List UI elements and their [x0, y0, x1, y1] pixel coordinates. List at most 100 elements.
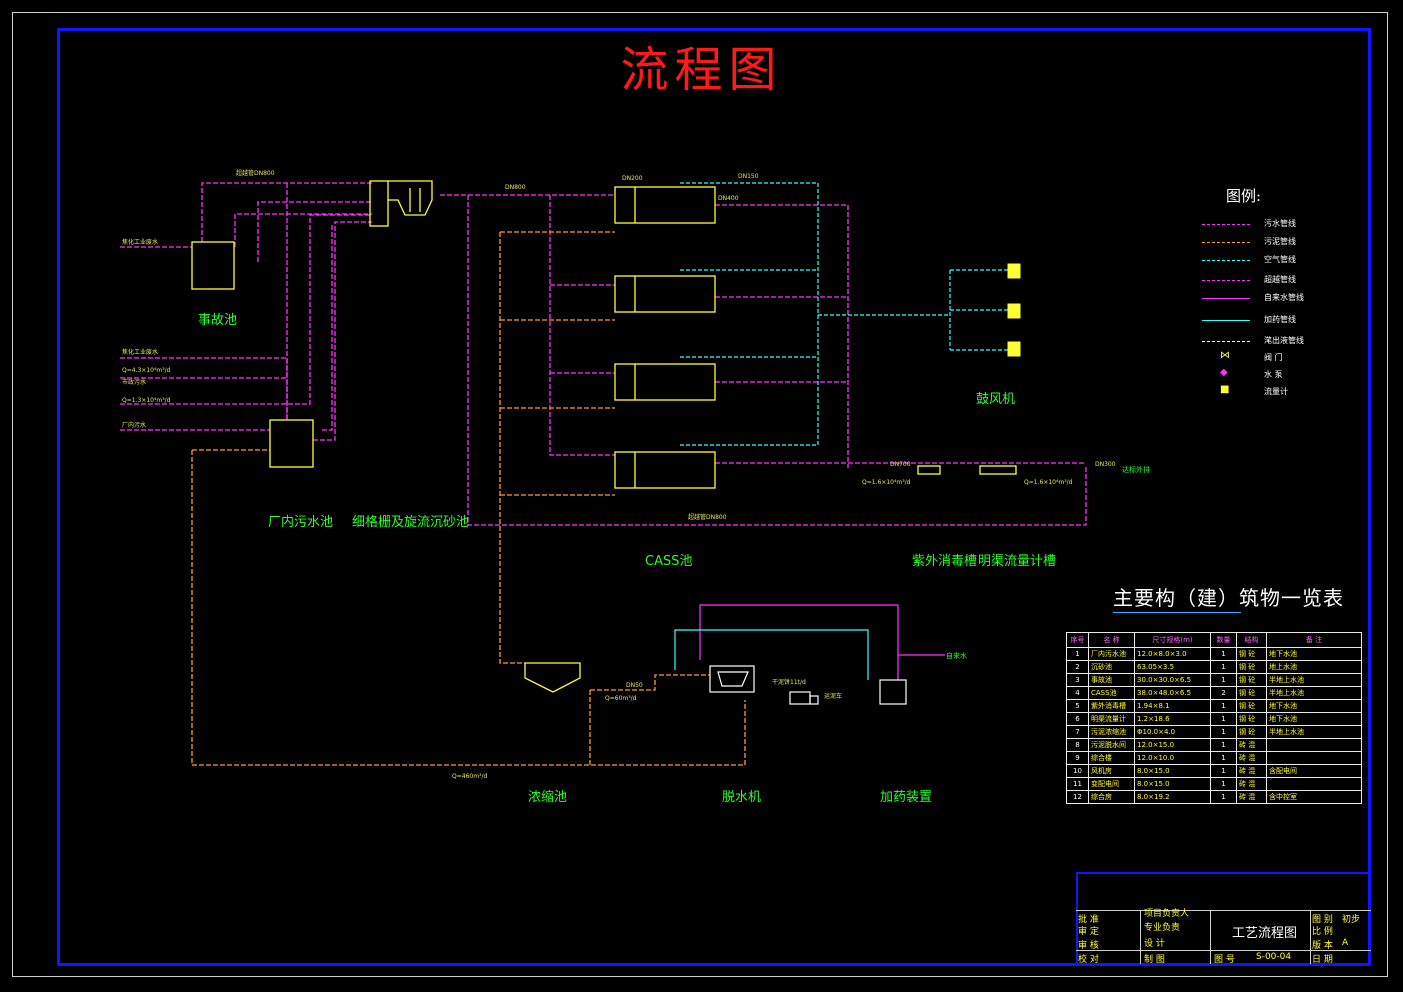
thickener	[524, 662, 581, 693]
legend-swatch	[1202, 280, 1250, 281]
legend-item-dosing: 加药管线	[1200, 314, 1360, 328]
table-header: 备 注	[1266, 632, 1362, 648]
pump-icon: ◆	[1220, 367, 1228, 378]
legend-label: 自来水管线	[1264, 293, 1304, 302]
pipe-dn300: DN300	[1095, 461, 1116, 468]
pipe-bypass-top: 超越管DN800	[236, 169, 275, 177]
valve-icon: ⋈	[1220, 350, 1230, 361]
tb-right-val: A	[1342, 938, 1349, 948]
label-thickener: 浓缩池	[528, 789, 567, 805]
plant-sewage-box	[269, 419, 314, 468]
legend-title: 图例:	[1226, 187, 1262, 205]
tb-right: 比 例	[1312, 927, 1333, 937]
inflow-q1: Q=4.3×10⁴m³/d	[122, 367, 171, 374]
legend-item-decant: 滗出液管线	[1200, 335, 1360, 349]
label-uv: 紫外消毒槽	[912, 554, 977, 569]
table-header: 尺寸规格(m)	[1134, 632, 1211, 648]
table-header: 结构	[1236, 632, 1267, 648]
flowmeter-icon: ■	[1220, 384, 1230, 395]
pipe-truck: 运泥车	[824, 692, 842, 700]
tb-role2: 专业负责	[1144, 923, 1181, 933]
legend-label: 空气管线	[1264, 255, 1296, 264]
legend-label: 流量计	[1264, 387, 1288, 396]
sludge-lines	[191, 231, 746, 766]
page-title: 流程图	[620, 42, 783, 98]
legend-label: 污水管线	[1264, 219, 1296, 228]
legend-swatch	[1202, 242, 1250, 243]
pipe-q-sludge: Q=460m³/d	[452, 773, 487, 780]
label-sump: 事故池	[198, 313, 237, 328]
label-grit: 细格栅及旋流沉砂池	[352, 514, 469, 530]
dewatering-machine	[709, 665, 819, 705]
dosing-tank	[879, 679, 907, 705]
legend-swatch	[1202, 298, 1250, 299]
drawing-outer-frame	[12, 12, 1388, 977]
legend-label: 加药管线	[1264, 315, 1296, 324]
inflow-q2: Q=1.3×10⁴m³/d	[122, 397, 171, 404]
tb-role: 校 对	[1078, 955, 1099, 965]
legend-item-tap: 自来水管线	[1200, 292, 1360, 306]
table-header: 名 称	[1088, 632, 1135, 648]
tb-divider	[1310, 910, 1311, 964]
grit-chamber	[369, 180, 433, 227]
tb-role2: 项目负责人	[1144, 909, 1190, 919]
table-title: 主要构（建）筑物一览表	[1113, 586, 1344, 610]
pipe-q-out1: Q=1.6×10⁴m³/d	[862, 479, 911, 486]
legend-item-air: 空气管线	[1200, 254, 1360, 268]
legend-label: 滗出液管线	[1264, 336, 1304, 345]
tb-divider	[1076, 950, 1371, 951]
tb-divider	[1210, 910, 1211, 964]
legend-label: 超越管线	[1264, 275, 1296, 284]
tb-role: 批 准	[1078, 915, 1099, 925]
tb-role: 审 核	[1078, 941, 1099, 951]
drawing-no: S-00-04	[1256, 952, 1292, 962]
pipe-dn150: DN150	[738, 173, 759, 180]
cass-tanks	[614, 186, 716, 489]
pipe-dn800: DN800	[505, 184, 526, 191]
tb-role2: 制 图	[1144, 955, 1165, 965]
legend-swatch	[1202, 260, 1250, 261]
pipe-dn400: DN400	[718, 195, 739, 202]
table-title-underline	[1113, 612, 1241, 613]
water-lines	[674, 604, 945, 680]
legend-swatch	[1202, 341, 1250, 342]
drawing-inner-frame	[57, 28, 1371, 966]
tb-right: 日 期	[1312, 955, 1333, 965]
label-blower: 鼓风机	[976, 392, 1015, 407]
label-flume: 明渠流量计槽	[978, 554, 1056, 569]
drawing-no-label: 图 号	[1214, 955, 1235, 965]
legend-item-sewage: 污水管线	[1200, 218, 1360, 232]
legend-item-valve: ⋈ 阀 门	[1200, 350, 1360, 366]
pipe-dn200: DN200	[622, 175, 643, 182]
pipe-cake: 干泥饼11t/d	[772, 678, 806, 686]
inflow-b: 焦化工业废水	[122, 348, 158, 356]
legend-swatch	[1202, 224, 1250, 225]
label-dosing: 加药装置	[880, 790, 932, 805]
pipe-bypass-bottom: 超越管DN800	[688, 513, 727, 521]
uv-flume	[917, 465, 1017, 475]
legend-item-sludge: 污泥管线	[1200, 236, 1360, 250]
tb-right: 图 别	[1312, 915, 1333, 925]
tb-divider	[1076, 910, 1371, 911]
inflow-a: 焦化工业废水	[122, 238, 158, 246]
legend-label: 阀 门	[1264, 353, 1283, 362]
tb-role2: 设 计	[1144, 939, 1165, 949]
pipe-dn50: DN50	[626, 682, 643, 689]
tb-right: 版 本	[1312, 941, 1333, 951]
air-lines	[680, 182, 1010, 446]
tb-right-val: 初步	[1342, 915, 1361, 925]
title-block	[1076, 872, 1371, 966]
legend-item-bypass: 超越管线	[1200, 274, 1360, 288]
